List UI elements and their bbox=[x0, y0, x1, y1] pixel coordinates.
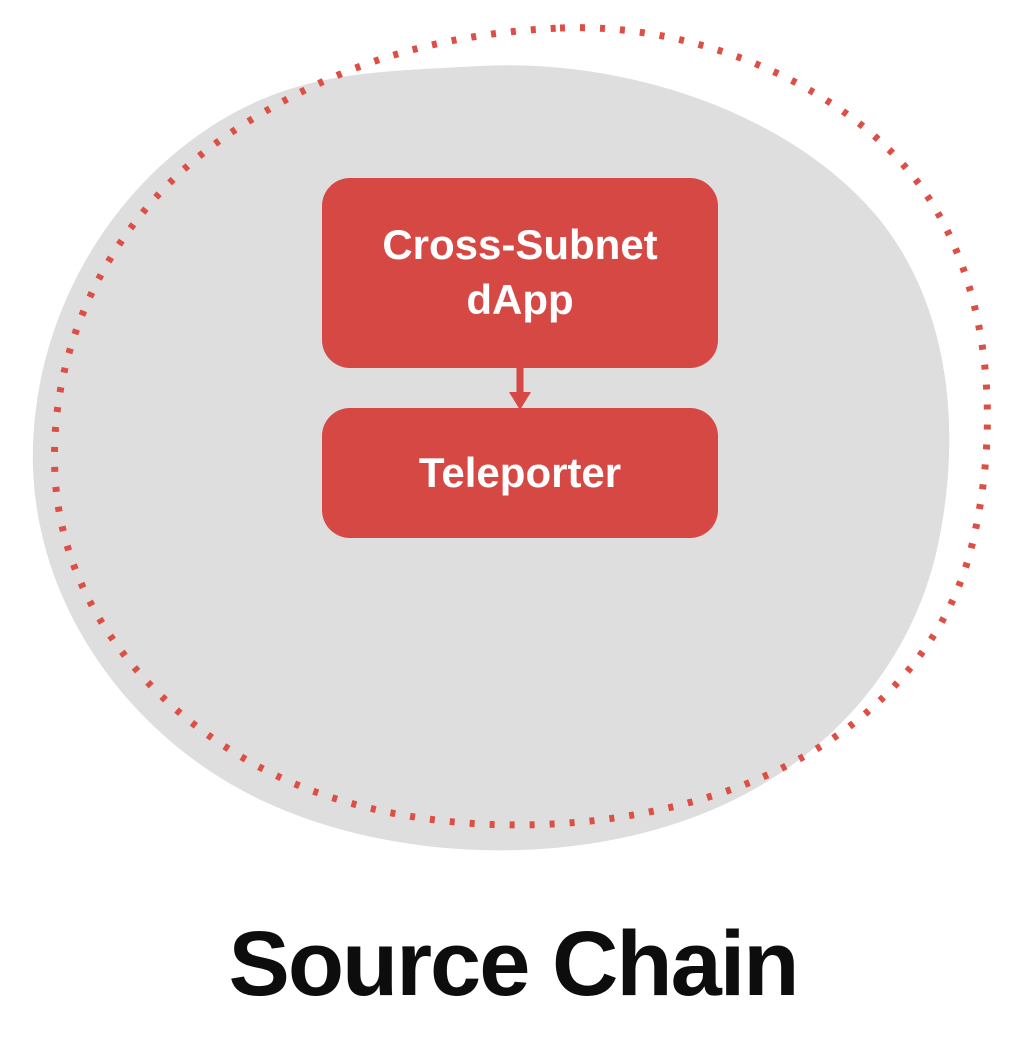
arrow-down-icon bbox=[509, 364, 531, 410]
node-cross-subnet-dapp: Cross-Subnet dApp bbox=[322, 178, 718, 368]
node-label-line: Cross-Subnet bbox=[382, 221, 658, 269]
diagram-title: Source Chain bbox=[228, 913, 799, 1015]
node-label: Teleporter bbox=[418, 448, 622, 496]
arrow-head bbox=[509, 392, 531, 410]
node-label-line: dApp bbox=[466, 276, 574, 323]
node-teleporter: Teleporter bbox=[322, 408, 718, 538]
